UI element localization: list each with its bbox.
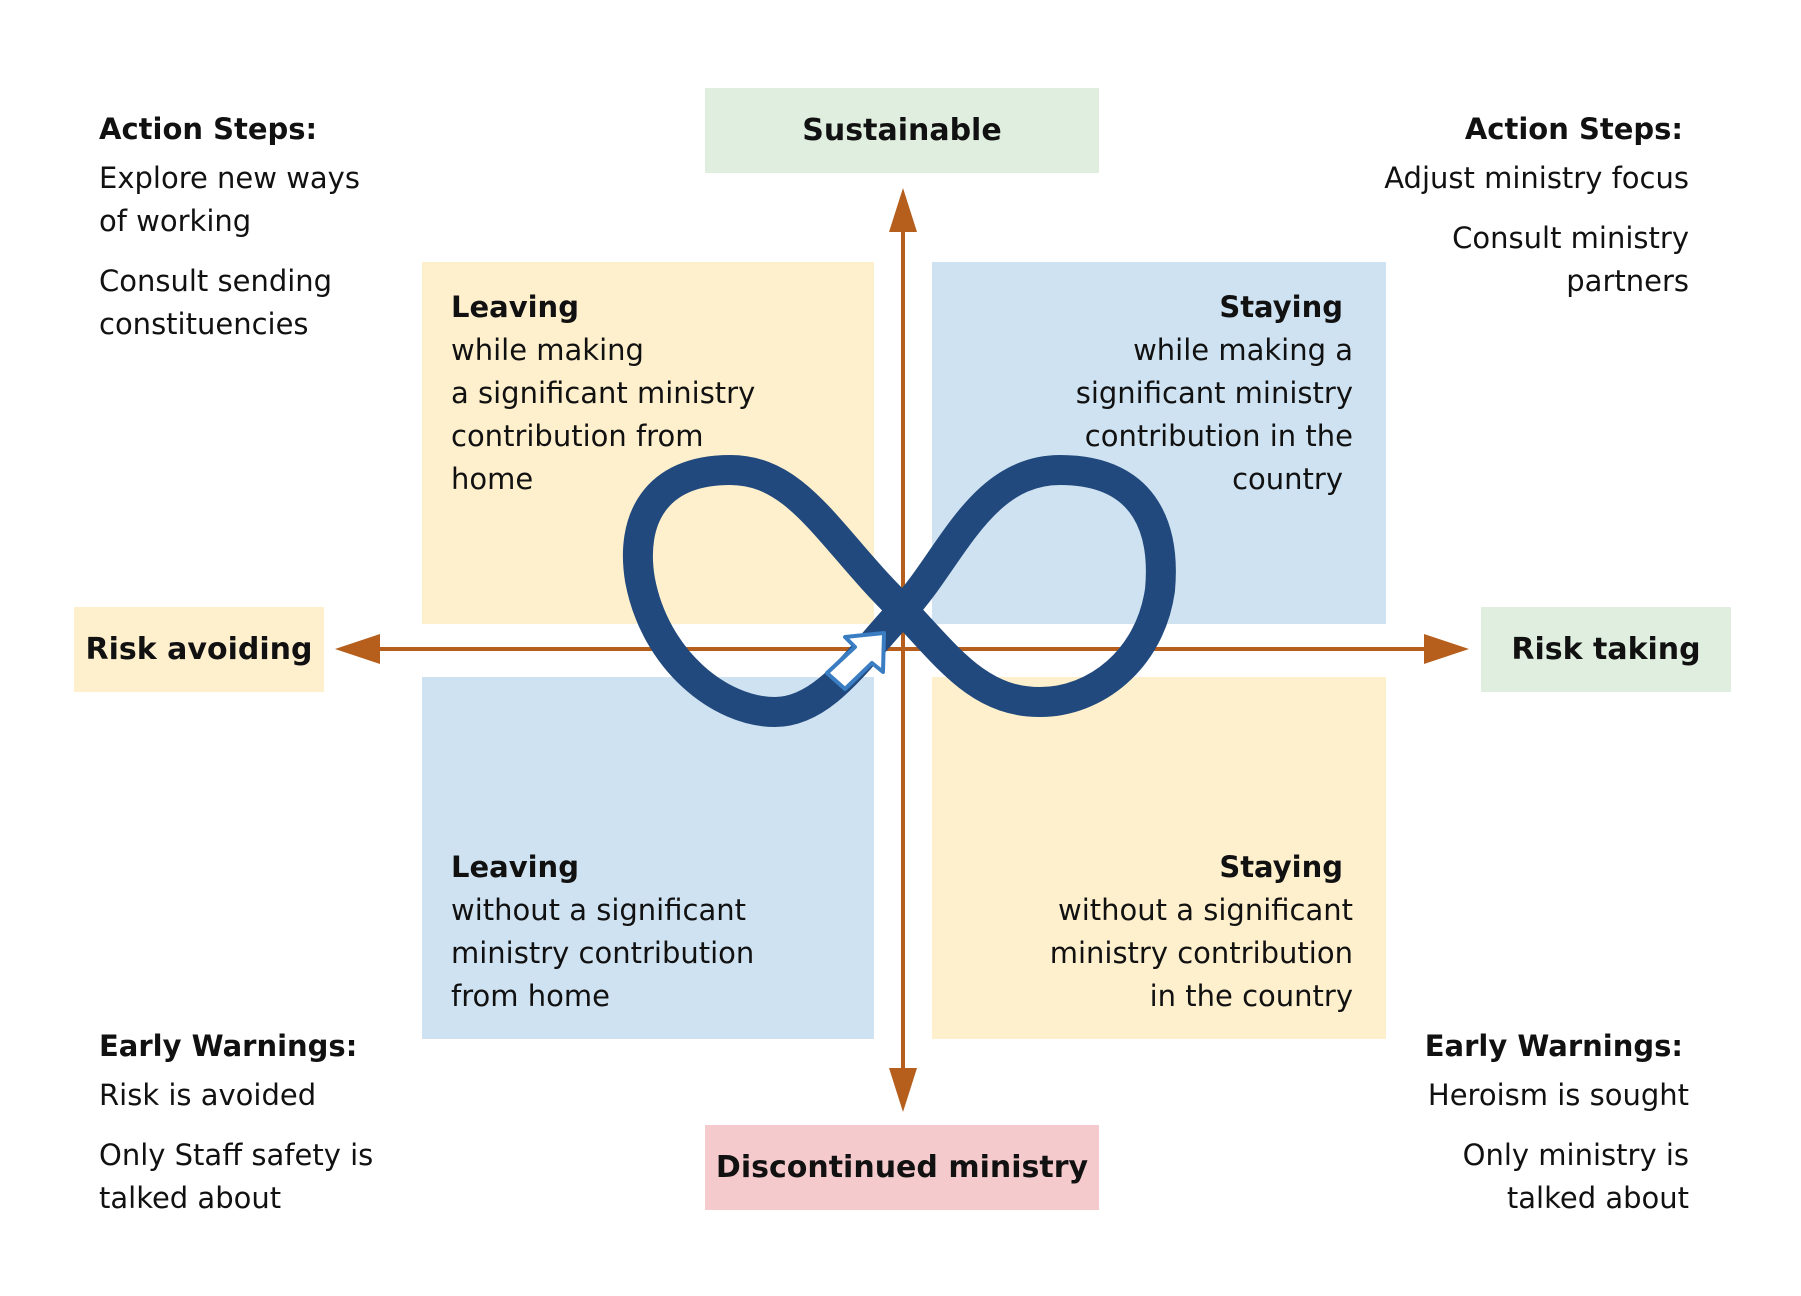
quadrant-top-right: Staying while making a significant minis… <box>1076 286 1353 501</box>
quadrant-title: Leaving <box>451 850 579 884</box>
corner-item-line: partners <box>1566 264 1689 298</box>
quadrant-line: without a significant <box>451 893 746 927</box>
quadrant-line: while making a <box>1133 333 1353 367</box>
quadrant-title: Staying <box>1219 850 1343 884</box>
arrowhead-up-icon <box>889 188 917 232</box>
horizontal-axis <box>335 634 1469 664</box>
corner-item-line: Adjust ministry focus <box>1384 161 1689 195</box>
corner-item-line: Heroism is sought <box>1427 1078 1689 1112</box>
vertical-axis <box>889 188 917 1112</box>
quadrant-bottom-left-box <box>422 677 874 1039</box>
corner-action-steps-left: Action Steps: Explore new ways of workin… <box>99 108 360 346</box>
quadrant-title: Staying <box>1219 290 1343 324</box>
quadrant-line: significant ministry <box>1075 376 1353 410</box>
corner-early-warnings-left: Early Warnings: Risk is avoided Only Sta… <box>99 1025 373 1220</box>
corner-item-line: Consult sending <box>99 264 333 298</box>
corner-item-line: constituencies <box>99 307 309 341</box>
axis-label-text: Risk avoiding <box>85 632 313 667</box>
quadrant-bottom-right: Staying without a significant ministry c… <box>1050 846 1353 1018</box>
corner-early-warnings-right: Early Warnings: Heroism is sought Only m… <box>1425 1025 1689 1220</box>
corner-item-line: Only Staff safety is <box>99 1138 374 1172</box>
quadrant-line: while making <box>451 333 644 367</box>
corner-item-line: Risk is avoided <box>99 1078 317 1112</box>
arrowhead-down-icon <box>889 1068 917 1112</box>
infinity-loop <box>622 455 1176 727</box>
corner-item-line: talked about <box>99 1181 282 1215</box>
quadrant-line: without a significant <box>1058 893 1353 927</box>
arrowhead-right-icon <box>1424 634 1469 664</box>
arrowhead-left-icon <box>335 634 380 664</box>
quadrant-line: a significant ministry <box>451 376 756 410</box>
corner-heading: Early Warnings: <box>1424 1029 1683 1063</box>
quadrant-line: in the country <box>1149 979 1353 1013</box>
quadrant-bottom-left: Leaving without a significant ministry c… <box>451 846 754 1018</box>
quadrant-line: contribution from <box>451 419 704 453</box>
axis-label-text: Discontinued ministry <box>715 1150 1089 1185</box>
quadrant-line: from home <box>451 979 610 1013</box>
quadrant-top-left: Leaving while making a significant minis… <box>451 286 755 501</box>
corner-item-line: talked about <box>1506 1181 1689 1215</box>
corner-item-line: Consult ministry <box>1452 221 1689 255</box>
quadrant-line: contribution in the <box>1084 419 1353 453</box>
axis-label-text: Risk taking <box>1511 632 1701 667</box>
corner-heading: Early Warnings: <box>99 1029 358 1063</box>
axis-label-discontinued: Discontinued ministry <box>705 1125 1099 1210</box>
quadrant-line: country <box>1232 462 1343 496</box>
quadrant-line: home <box>451 462 534 496</box>
quadrant-line: ministry contribution <box>451 936 755 970</box>
axis-label-text: Sustainable <box>802 113 1002 148</box>
corner-item-line: Only ministry is <box>1462 1138 1689 1172</box>
axis-label-risk-avoiding: Risk avoiding <box>74 607 324 692</box>
corner-action-steps-right: Action Steps: Adjust ministry focus Cons… <box>1384 108 1689 303</box>
axis-label-risk-taking: Risk taking <box>1481 607 1731 692</box>
corner-item-line: Explore new ways <box>99 161 360 195</box>
quadrant-bottom-right-box <box>932 677 1386 1039</box>
quadrant-title: Leaving <box>451 290 579 324</box>
corner-heading: Action Steps: <box>1464 112 1683 146</box>
corner-item-line: of working <box>99 204 252 238</box>
direction-arrow-icon <box>825 631 886 691</box>
corner-heading: Action Steps: <box>99 112 318 146</box>
quadrant-line: ministry contribution <box>1049 936 1353 970</box>
axis-label-sustainable: Sustainable <box>705 88 1099 173</box>
